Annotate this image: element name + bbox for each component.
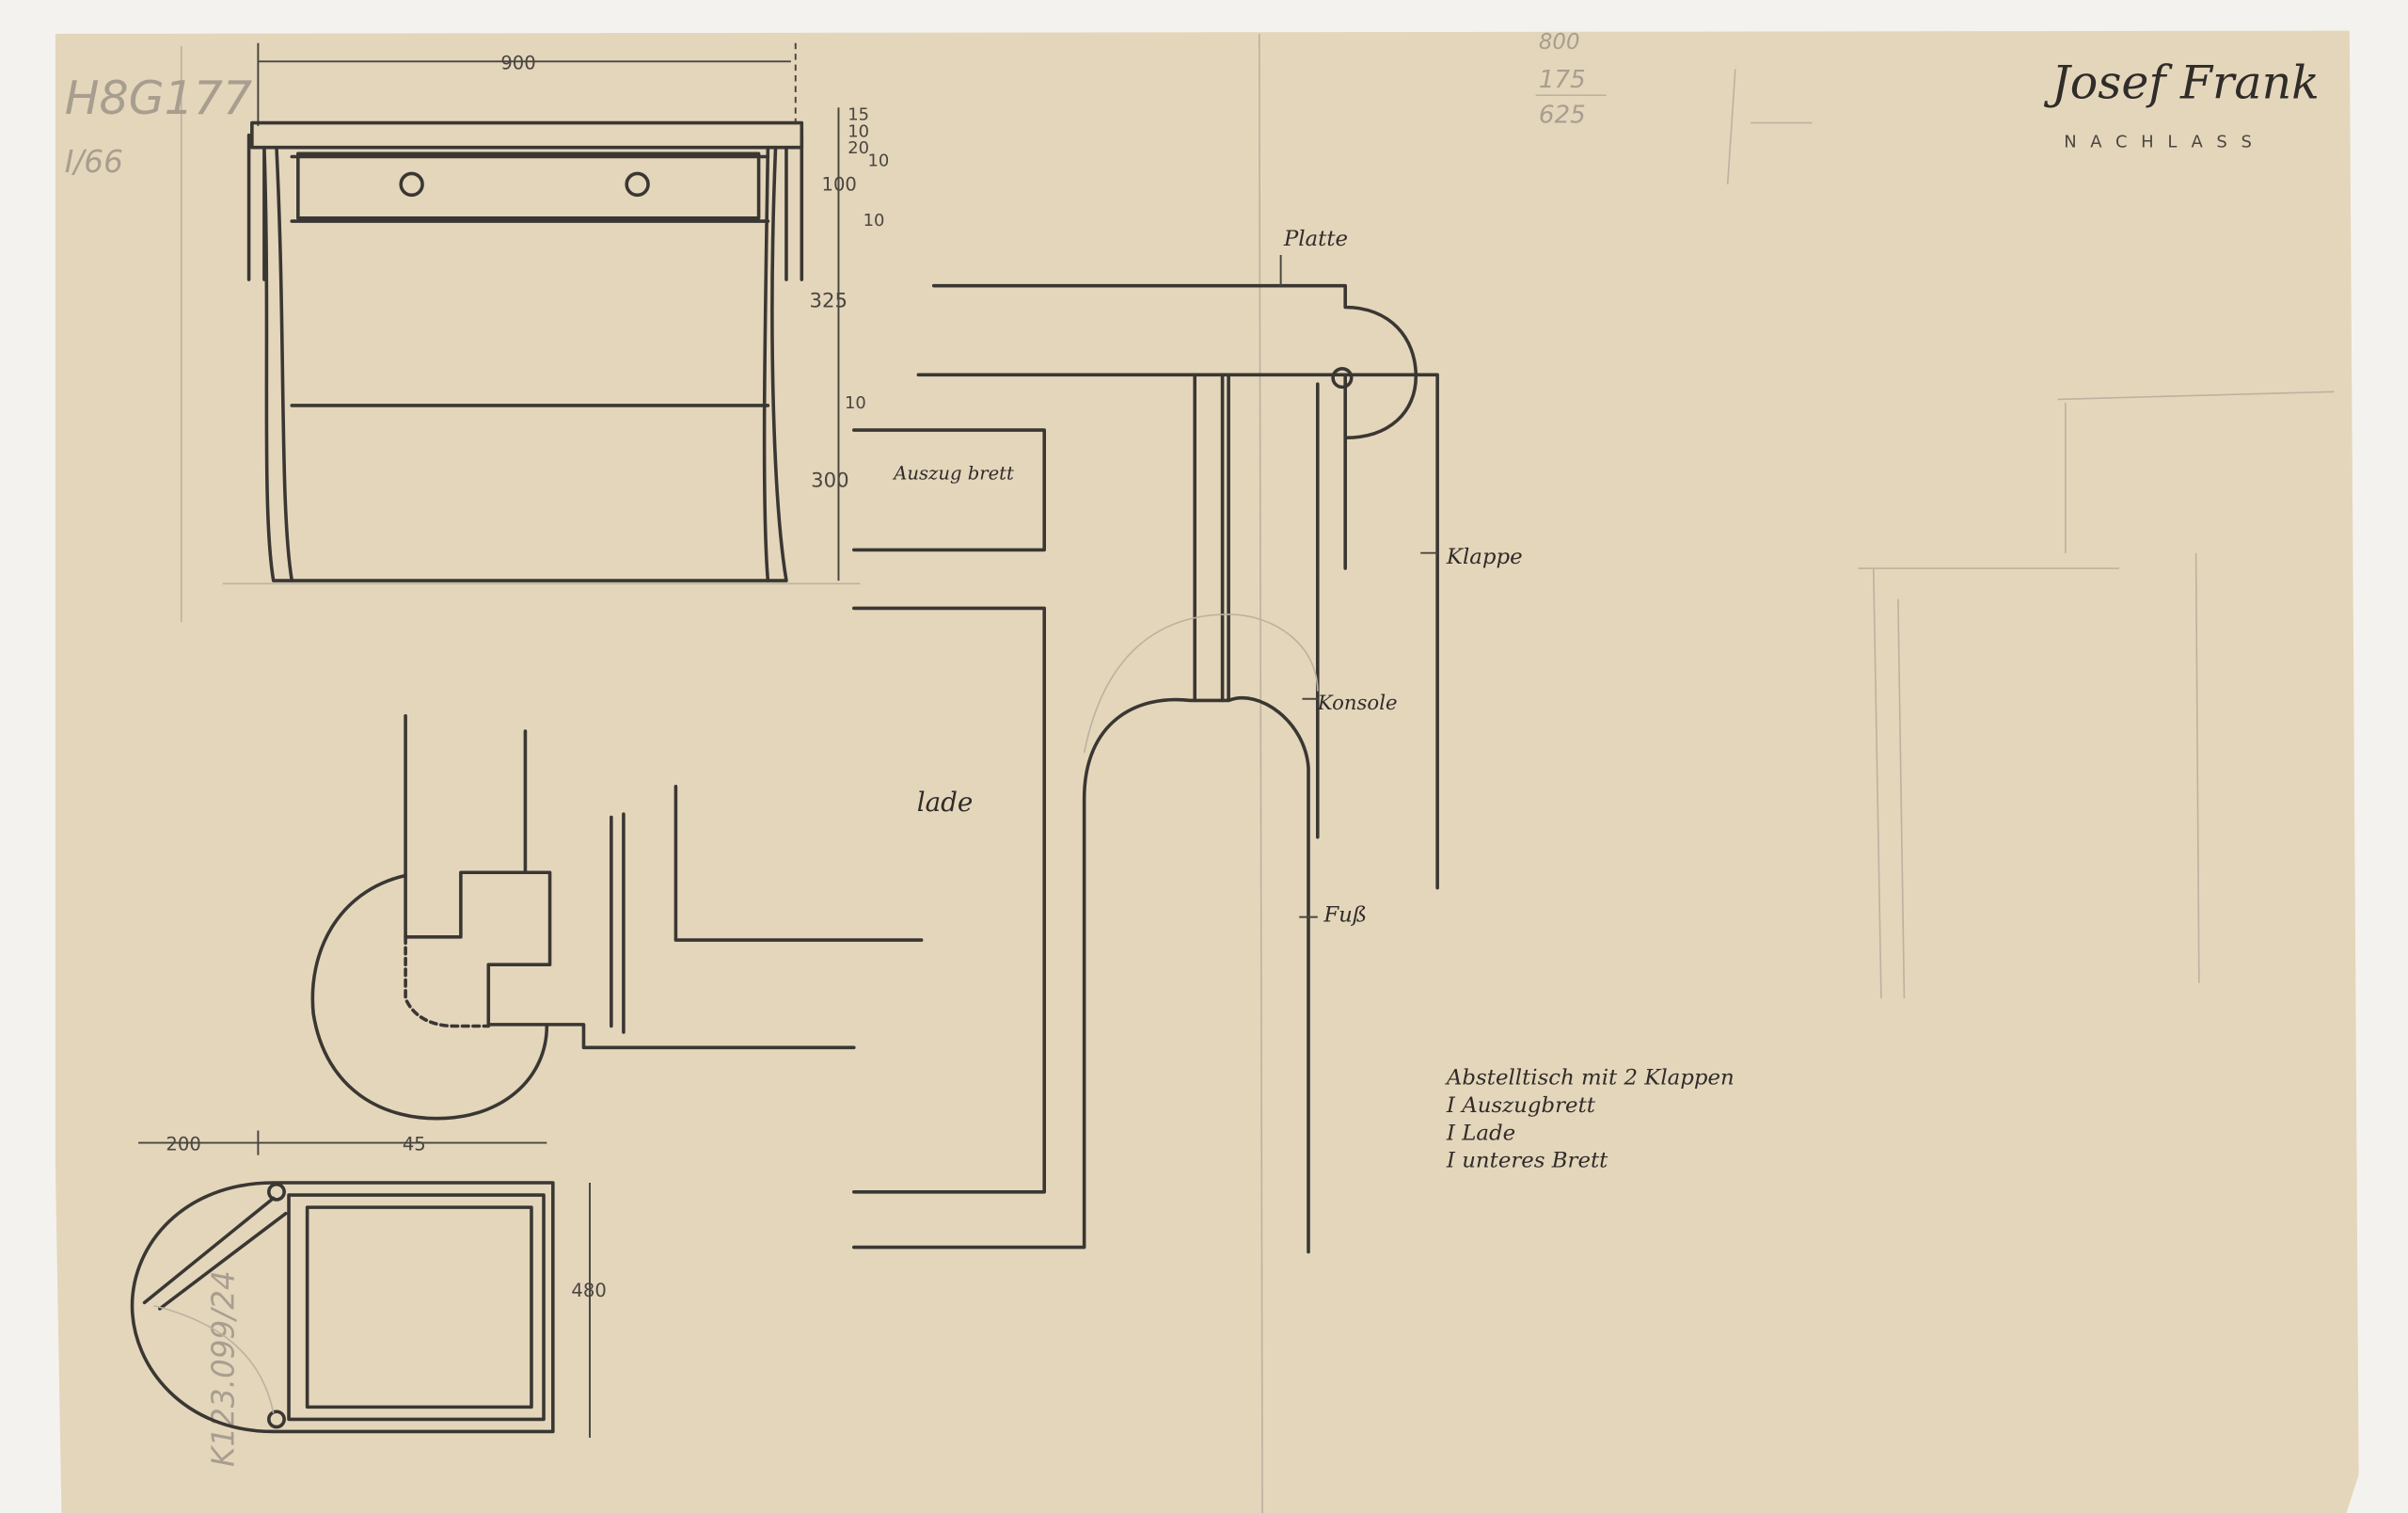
dim-label: 45 (403, 1134, 426, 1155)
dim-label: 300 (811, 469, 849, 492)
front-elevation: 900 (222, 42, 861, 585)
pencil-number: 175 (1539, 66, 1586, 94)
pencil-number: 625 (1539, 102, 1586, 130)
dim-label: 480 (571, 1280, 606, 1301)
label-lade: lade (917, 787, 974, 818)
note-line: I Auszugbrett (1446, 1093, 1596, 1118)
plan-view: 200 45 480 (130, 1130, 607, 1439)
dim-label: 15 (848, 104, 869, 124)
stamp-label: NACHLASS (2064, 133, 2265, 152)
auszugbrett-section (851, 428, 1047, 552)
archive-number: K123.099/24 (205, 1270, 241, 1467)
label-fuss: Fuß (1323, 902, 1367, 927)
fold-line (1258, 33, 1263, 1513)
dim-label: 20 (848, 138, 869, 158)
label-auszugbrett: Auszug brett (892, 462, 1014, 484)
label-konsole: Konsole (1317, 692, 1398, 715)
sheet-mark: I/66 (65, 144, 123, 180)
dim-label: 10 (867, 151, 889, 170)
dim-label: 325 (809, 289, 848, 312)
leg-corner-detail (310, 713, 924, 1121)
pencil-number: 800 (1539, 30, 1580, 55)
catalog-number: H8G177 (65, 72, 252, 125)
dim-label: 10 (845, 393, 866, 413)
dim-width: 900 (500, 52, 535, 73)
full-scale-section (851, 254, 1439, 1254)
dim-label: 10 (848, 121, 869, 141)
note-line: I Lade (1446, 1121, 1515, 1145)
elevation-dims: 15 10 20 10 100 10 325 10 300 (809, 104, 889, 492)
paper-sheet (55, 30, 2359, 1513)
dim-label: 100 (822, 173, 857, 195)
note-line: Abstelltisch mit 2 Klappen (1445, 1066, 1735, 1091)
stamp-signature: Josef Frank (2043, 56, 2320, 109)
dim-label: 200 (166, 1134, 200, 1155)
label-klappe: Klappe (1446, 545, 1523, 569)
note-line: I unteres Brett (1446, 1149, 1608, 1173)
notes: Abstelltisch mit 2 Klappen I Auszugbrett… (1445, 1066, 1735, 1173)
dim-label: 10 (863, 211, 885, 231)
label-platte: Platte (1283, 227, 1348, 251)
